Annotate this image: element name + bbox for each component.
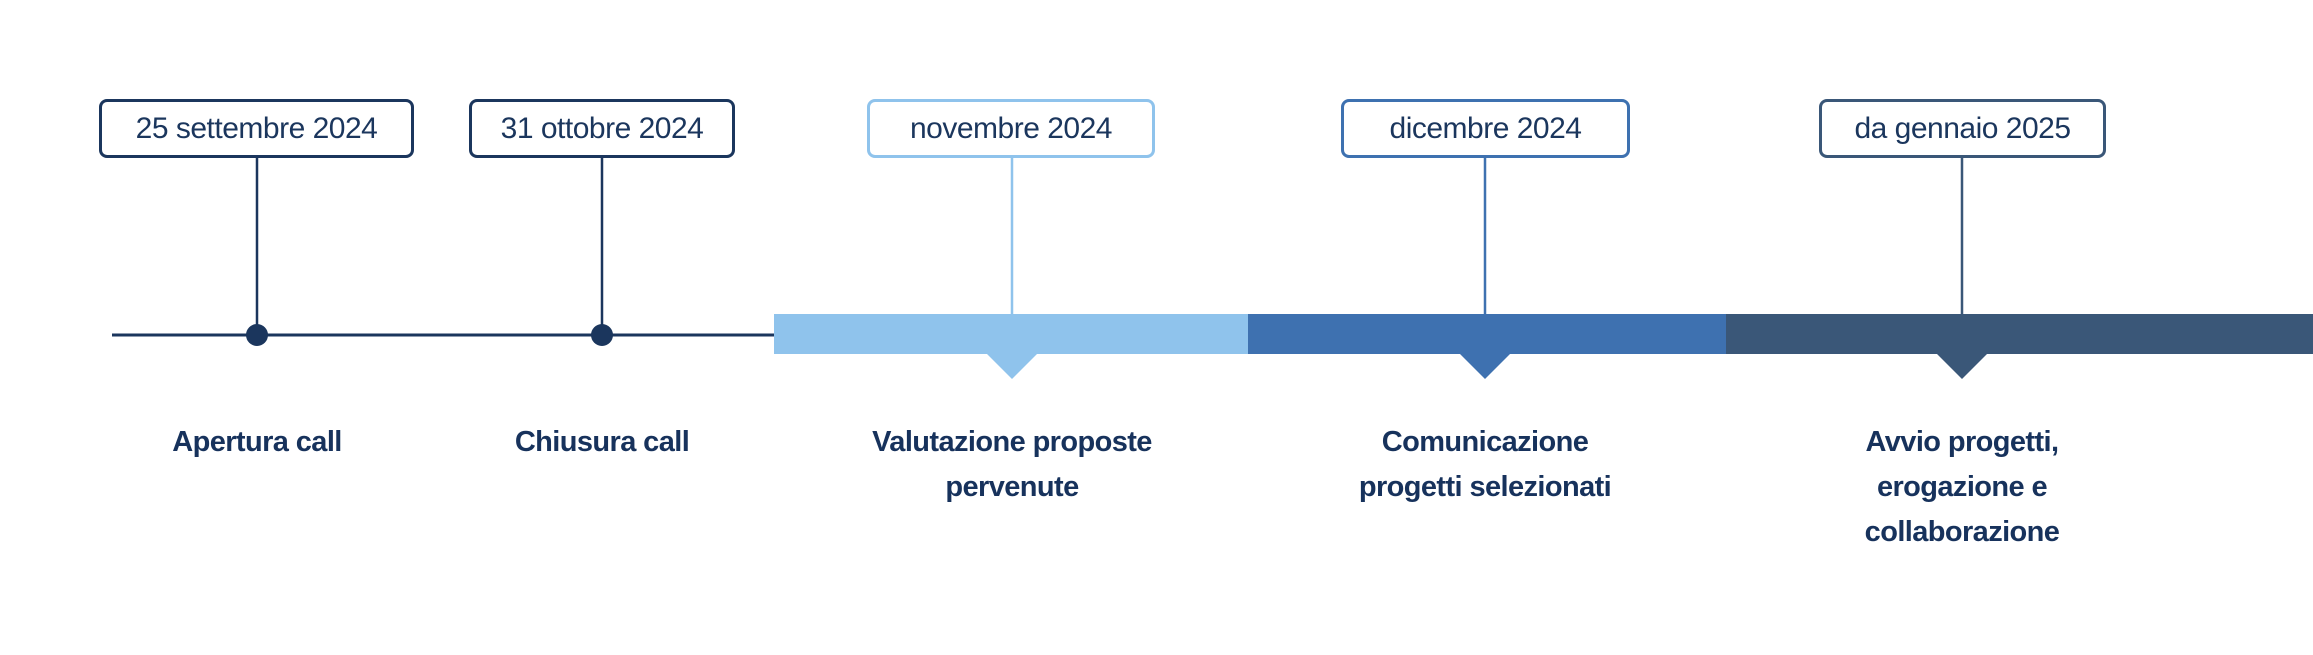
- phase-bar: [774, 314, 1248, 354]
- milestone-label-line: Apertura call: [172, 426, 342, 458]
- milestone-label-line: progetti selezionati: [1358, 471, 1612, 503]
- milestone-dot: [591, 324, 613, 346]
- milestone-dot: [246, 324, 268, 346]
- milestone-label-line: collaborazione: [1864, 516, 2060, 548]
- milestone-label-line: Chiusura call: [514, 426, 690, 458]
- milestone-label: Valutazione proposte pervenute: [872, 420, 1152, 510]
- milestone-label-line: pervenute: [945, 471, 1079, 503]
- date-box: 25 settembre 2024: [99, 99, 414, 158]
- date-box: da gennaio 2025: [1819, 99, 2106, 158]
- date-box: 31 ottobre 2024: [469, 99, 735, 158]
- milestone-label: Apertura call: [172, 420, 342, 465]
- milestone-label: Chiusura call: [514, 420, 690, 465]
- milestone-label-line: Avvio progetti,: [1865, 426, 2060, 458]
- phase-bar: [1726, 314, 2313, 354]
- milestone-label: Comunicazione progetti selezionati: [1358, 420, 1612, 510]
- phase-bar: [1248, 314, 1726, 354]
- milestone-label-line: Valutazione proposte: [872, 426, 1152, 458]
- phase-pointer: [986, 353, 1038, 379]
- milestone-label: Avvio progetti, erogazione e collaborazion…: [1865, 420, 2060, 555]
- date-box: novembre 2024: [867, 99, 1155, 158]
- phase-pointer: [1936, 353, 1988, 379]
- milestone-label-line: erogazione e: [1876, 471, 2048, 503]
- phase-pointer: [1459, 353, 1511, 379]
- milestone-label-line: Comunicazione: [1381, 426, 1589, 458]
- date-box: dicembre 2024: [1341, 99, 1630, 158]
